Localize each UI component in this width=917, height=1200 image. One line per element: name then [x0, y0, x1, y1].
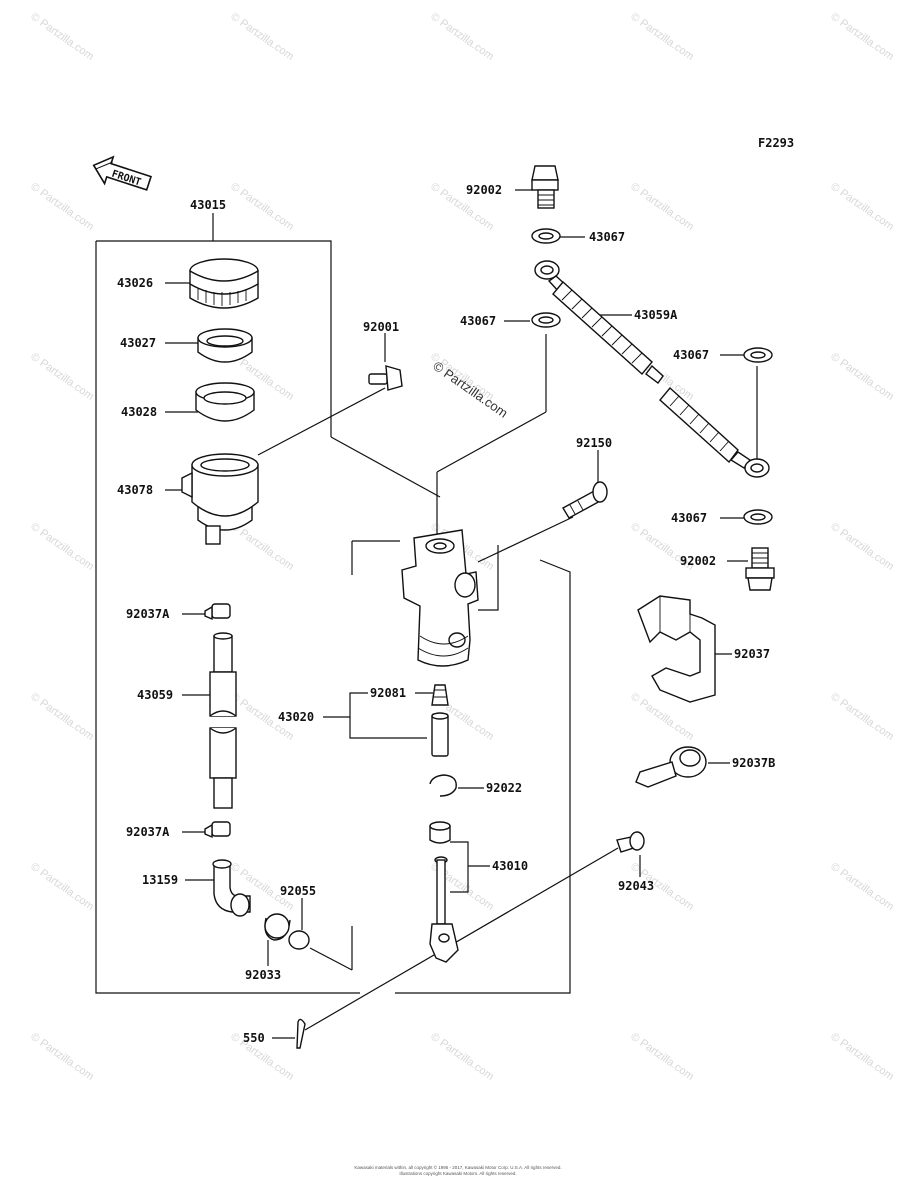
part-92022-circlip: [429, 774, 457, 797]
leader-lines: [165, 189, 758, 1039]
label-43010: 43010: [492, 859, 528, 873]
part-92002-top-bolt: [531, 165, 559, 209]
label-13159: 13159: [142, 873, 178, 887]
label-43067-a: 43067: [589, 230, 625, 244]
label-92043: 92043: [618, 879, 654, 893]
watermark-text: © Partzilla.com: [828, 11, 896, 63]
part-92002-bottom-bolt: [745, 547, 775, 591]
watermark-text: © Partzilla.com: [428, 11, 496, 63]
watermark-text: © Partzilla.com: [428, 1031, 496, 1083]
part-92037-bracket: [637, 595, 716, 703]
part-550-cotter-pin: [296, 1018, 306, 1049]
label-550: 550: [243, 1031, 265, 1045]
label-43067-c: 43067: [673, 348, 709, 362]
watermark-text: © Partzilla.com: [28, 11, 96, 63]
watermark-text: © Partzilla.com: [228, 181, 296, 233]
part-43059A-brake-hose: [534, 260, 770, 478]
watermark-text: © Partzilla.com: [828, 181, 896, 233]
label-92001: 92001: [363, 320, 399, 334]
figure-code: F2293: [758, 136, 794, 150]
watermark-text: © Partzilla.com: [628, 181, 696, 233]
part-92037A-bottom-clamp: [204, 821, 231, 839]
part-92043-pin: [616, 831, 645, 853]
label-92022: 92022: [486, 781, 522, 795]
label-43067-d: 43067: [671, 511, 707, 525]
watermark-text: © Partzilla.com: [28, 521, 96, 573]
watermark-text: © Partzilla.com: [28, 1031, 96, 1083]
part-92037B-clamp: [635, 746, 707, 788]
watermark-text: © Partzilla.com: [28, 351, 96, 403]
part-92037A-top-clamp: [204, 603, 231, 621]
part-92081-cup: [431, 684, 449, 706]
watermark-text: © Partzilla.com: [828, 521, 896, 573]
label-92081: 92081: [370, 686, 406, 700]
watermark-text: © Partzilla.com: [28, 861, 96, 913]
watermark-text: © Partzilla.com: [628, 11, 696, 63]
label-92055: 92055: [280, 884, 316, 898]
part-92033-circlip: [264, 913, 291, 941]
footer-copyright-line2: Illustrations copyright Kawasaki Motors.…: [399, 1171, 516, 1176]
watermark-text: © Partzilla.com: [628, 1031, 696, 1083]
label-92037B: 92037B: [732, 756, 775, 770]
label-43067-b: 43067: [460, 314, 496, 328]
part-labels: 43015 43026 43027 43028 43078 92037A 430…: [117, 183, 775, 1045]
label-92150: 92150: [576, 436, 612, 450]
watermark-text: © Partzilla.com: [228, 521, 296, 573]
label-43078: 43078: [117, 483, 153, 497]
watermark-text: © Partzilla.com: [228, 11, 296, 63]
part-92055-o-ring: [288, 930, 310, 950]
part-92150-fitting: [562, 481, 608, 519]
label-43027: 43027: [120, 336, 156, 350]
part-43067-washer-b: [531, 312, 561, 328]
part-92001-bolt: [368, 365, 403, 391]
assembly-frame-43015: [95, 213, 571, 994]
watermark-text: © Partzilla.com: [28, 181, 96, 233]
watermark-text: © Partzilla.com: [828, 351, 896, 403]
watermark-text: © Partzilla.com: [828, 1031, 896, 1083]
part-43026-cap: [189, 258, 259, 309]
watermark-text: © Partzilla.com: [28, 691, 96, 743]
label-43059: 43059: [137, 688, 173, 702]
part-43078-reservoir: [181, 453, 259, 545]
part-13159-elbow: [212, 859, 251, 917]
center-watermark: © Partzilla.com: [430, 358, 510, 421]
part-43020-assembly: [431, 712, 449, 757]
footer-copyright-line1: Kawasaki materials within, all copyright…: [354, 1164, 561, 1170]
part-43067-washer-c: [743, 347, 773, 363]
part-43059-hose: [209, 632, 237, 809]
watermark-text: © Partzilla.com: [828, 691, 896, 743]
label-92037A-top: 92037A: [126, 607, 170, 621]
part-43027-diaphragm: [197, 328, 253, 363]
label-43028: 43028: [121, 405, 157, 419]
label-43020: 43020: [278, 710, 314, 724]
label-92002-top: 92002: [466, 183, 502, 197]
label-92033: 92033: [245, 968, 281, 982]
part-43028-plate: [195, 382, 255, 422]
watermark-text: © Partzilla.com: [828, 861, 896, 913]
label-43059A: 43059A: [634, 308, 678, 322]
part-43067-washer-d: [743, 509, 773, 525]
label-43026: 43026: [117, 276, 153, 290]
label-92037: 92037: [734, 647, 770, 661]
part-43010-push-rod: [429, 821, 459, 963]
label-92037A-bottom: 92037A: [126, 825, 170, 839]
part-43067-washer-a: [531, 228, 561, 244]
label-43015: 43015: [190, 198, 226, 212]
label-92002-bottom: 92002: [680, 554, 716, 568]
part-master-cylinder: [401, 529, 479, 667]
front-arrow-icon: FRONT: [92, 155, 153, 191]
